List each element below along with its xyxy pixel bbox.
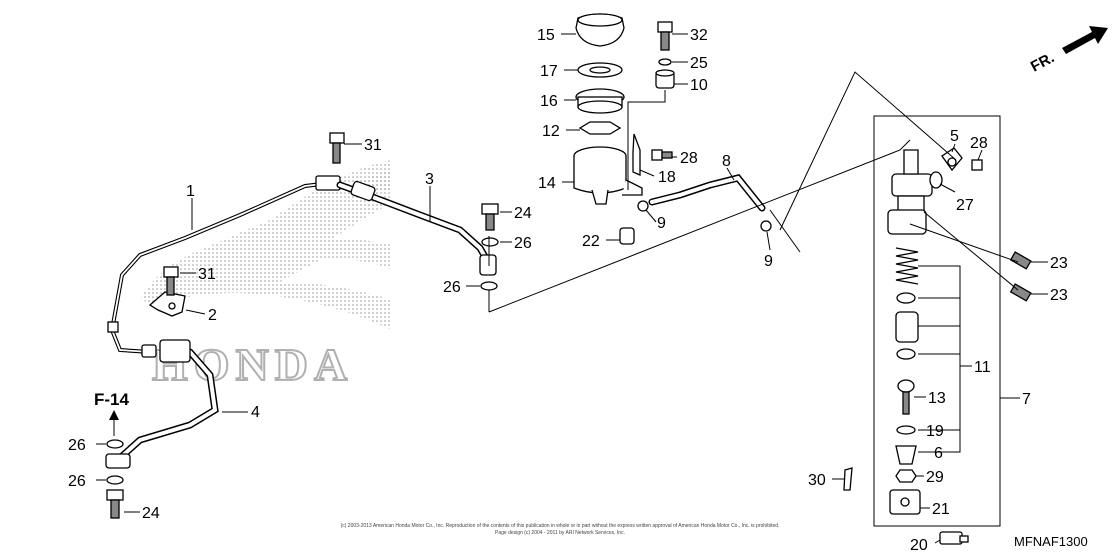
part-13-push-rod[interactable]	[897, 379, 915, 415]
callout-16: 16	[540, 93, 558, 110]
leader-lines	[96, 33, 1048, 544]
part-3-brake-hose[interactable]	[336, 180, 497, 276]
part-23-bolt-a[interactable]	[1009, 251, 1032, 270]
part-22-grommet[interactable]	[619, 227, 635, 245]
reference-label: F-14	[94, 390, 130, 409]
callout-22: 22	[582, 233, 600, 250]
part-28-bolt-reservoir[interactable]	[651, 149, 673, 161]
direction-arrow-icon	[1062, 26, 1108, 54]
diagram-code: MFNAF1300	[1014, 534, 1088, 549]
callout-17: 17	[540, 63, 558, 80]
callout-7: 7	[1022, 391, 1031, 408]
part-2-bracket[interactable]	[148, 291, 186, 317]
part-7-master-cylinder[interactable]	[887, 149, 933, 235]
part-14-reservoir[interactable]	[573, 146, 643, 205]
part-8-reservoir-hose[interactable]	[648, 174, 766, 212]
callout-26-a: 26	[514, 235, 532, 252]
part-26-washer-d[interactable]	[106, 475, 124, 485]
part-5-joint[interactable]	[941, 147, 963, 172]
part-16-diaphragm[interactable]	[575, 88, 625, 114]
callout-19: 19	[926, 423, 944, 440]
part-25-washer[interactable]	[658, 58, 672, 66]
callout-32: 32	[690, 27, 708, 44]
part-15-reservoir-cap[interactable]	[575, 13, 625, 47]
part-26-washer-a[interactable]	[481, 237, 499, 247]
part-11-piston[interactable]	[895, 311, 919, 343]
part-9-clip-b[interactable]	[760, 220, 772, 232]
callout-28-reservoir: 28	[680, 150, 698, 167]
part-6-boot[interactable]	[895, 445, 917, 465]
callout-26-b: 26	[443, 279, 461, 296]
part-26-washer-c[interactable]	[106, 439, 124, 449]
part-32-bolt[interactable]	[657, 21, 673, 51]
copyright-line-2: Page design (c) 2004 - 2011 by ARI Netwo…	[495, 530, 625, 536]
honda-wing-watermark: HONDA	[140, 160, 392, 391]
callout-6: 6	[934, 445, 943, 462]
callout-21: 21	[932, 501, 950, 518]
direction-label: FR.	[1028, 49, 1057, 75]
callout-4: 4	[251, 404, 260, 421]
callout-14: 14	[538, 175, 556, 192]
part-30-cotter-pin[interactable]	[843, 467, 853, 491]
callout-11: 11	[974, 359, 991, 376]
callout-labels: 1 2 3 4 31 31 24 26 26 26 26 24 15 17 16…	[68, 27, 1068, 554]
callout-2: 2	[208, 307, 217, 324]
part-28-bolt-cylinder[interactable]	[971, 159, 983, 171]
callout-24-lower: 24	[142, 505, 160, 522]
callout-23-a: 23	[1050, 255, 1068, 272]
part-31-bolt-upper[interactable]	[329, 132, 345, 164]
callout-29: 29	[926, 469, 944, 486]
callout-18: 18	[658, 169, 676, 186]
reference-f14[interactable]: F-14	[94, 390, 130, 436]
callout-15: 15	[537, 27, 555, 44]
part-31-bolt-lower[interactable]	[163, 266, 179, 296]
callout-27: 27	[956, 197, 974, 214]
callout-25: 25	[690, 55, 708, 72]
part-11-cup[interactable]	[896, 292, 916, 304]
callout-13: 13	[928, 390, 946, 407]
callout-28-cylinder: 28	[970, 135, 988, 152]
callout-12: 12	[542, 123, 560, 140]
part-26-washer-b[interactable]	[480, 281, 498, 291]
part-21-joint[interactable]	[889, 489, 921, 515]
callout-9-b: 9	[764, 253, 773, 270]
callout-1: 1	[186, 183, 195, 200]
callout-26-d: 26	[68, 473, 86, 490]
callout-23-b: 23	[1050, 287, 1068, 304]
part-11-spring[interactable]	[895, 247, 919, 285]
part-1-brake-pipe[interactable]	[107, 175, 341, 358]
part-19-circlip[interactable]	[896, 425, 916, 435]
part-17-plate[interactable]	[577, 62, 623, 78]
part-18-bracket[interactable]	[632, 133, 641, 176]
callout-8: 8	[722, 153, 731, 170]
front-direction-indicator: FR.	[1028, 26, 1108, 76]
part-24-bolt-upper[interactable]	[481, 203, 499, 231]
part-27-o-ring[interactable]	[929, 171, 943, 189]
part-9-clip-a[interactable]	[637, 200, 649, 212]
callout-31-upper: 31	[364, 137, 382, 154]
part-12-float[interactable]	[578, 121, 622, 135]
callout-24-upper: 24	[514, 205, 532, 222]
callout-5: 5	[950, 128, 959, 145]
callout-31-lower: 31	[198, 266, 216, 283]
part-10-collar[interactable]	[655, 69, 675, 89]
part-24-bolt-lower[interactable]	[106, 489, 124, 519]
part-11-seal[interactable]	[896, 348, 916, 360]
assembly-lines	[488, 71, 1019, 527]
part-29-nut[interactable]	[895, 469, 917, 483]
callout-3: 3	[425, 171, 434, 188]
callout-10: 10	[690, 77, 708, 94]
callout-20: 20	[910, 537, 928, 554]
callout-9-a: 9	[657, 215, 666, 232]
part-4-brake-hose[interactable]	[105, 339, 219, 469]
callout-26-c: 26	[68, 437, 86, 454]
callout-30: 30	[808, 472, 826, 489]
copyright-line-1: (c) 2003-2013 American Honda Motor Co., …	[341, 523, 780, 529]
part-20-pin[interactable]	[939, 531, 969, 545]
